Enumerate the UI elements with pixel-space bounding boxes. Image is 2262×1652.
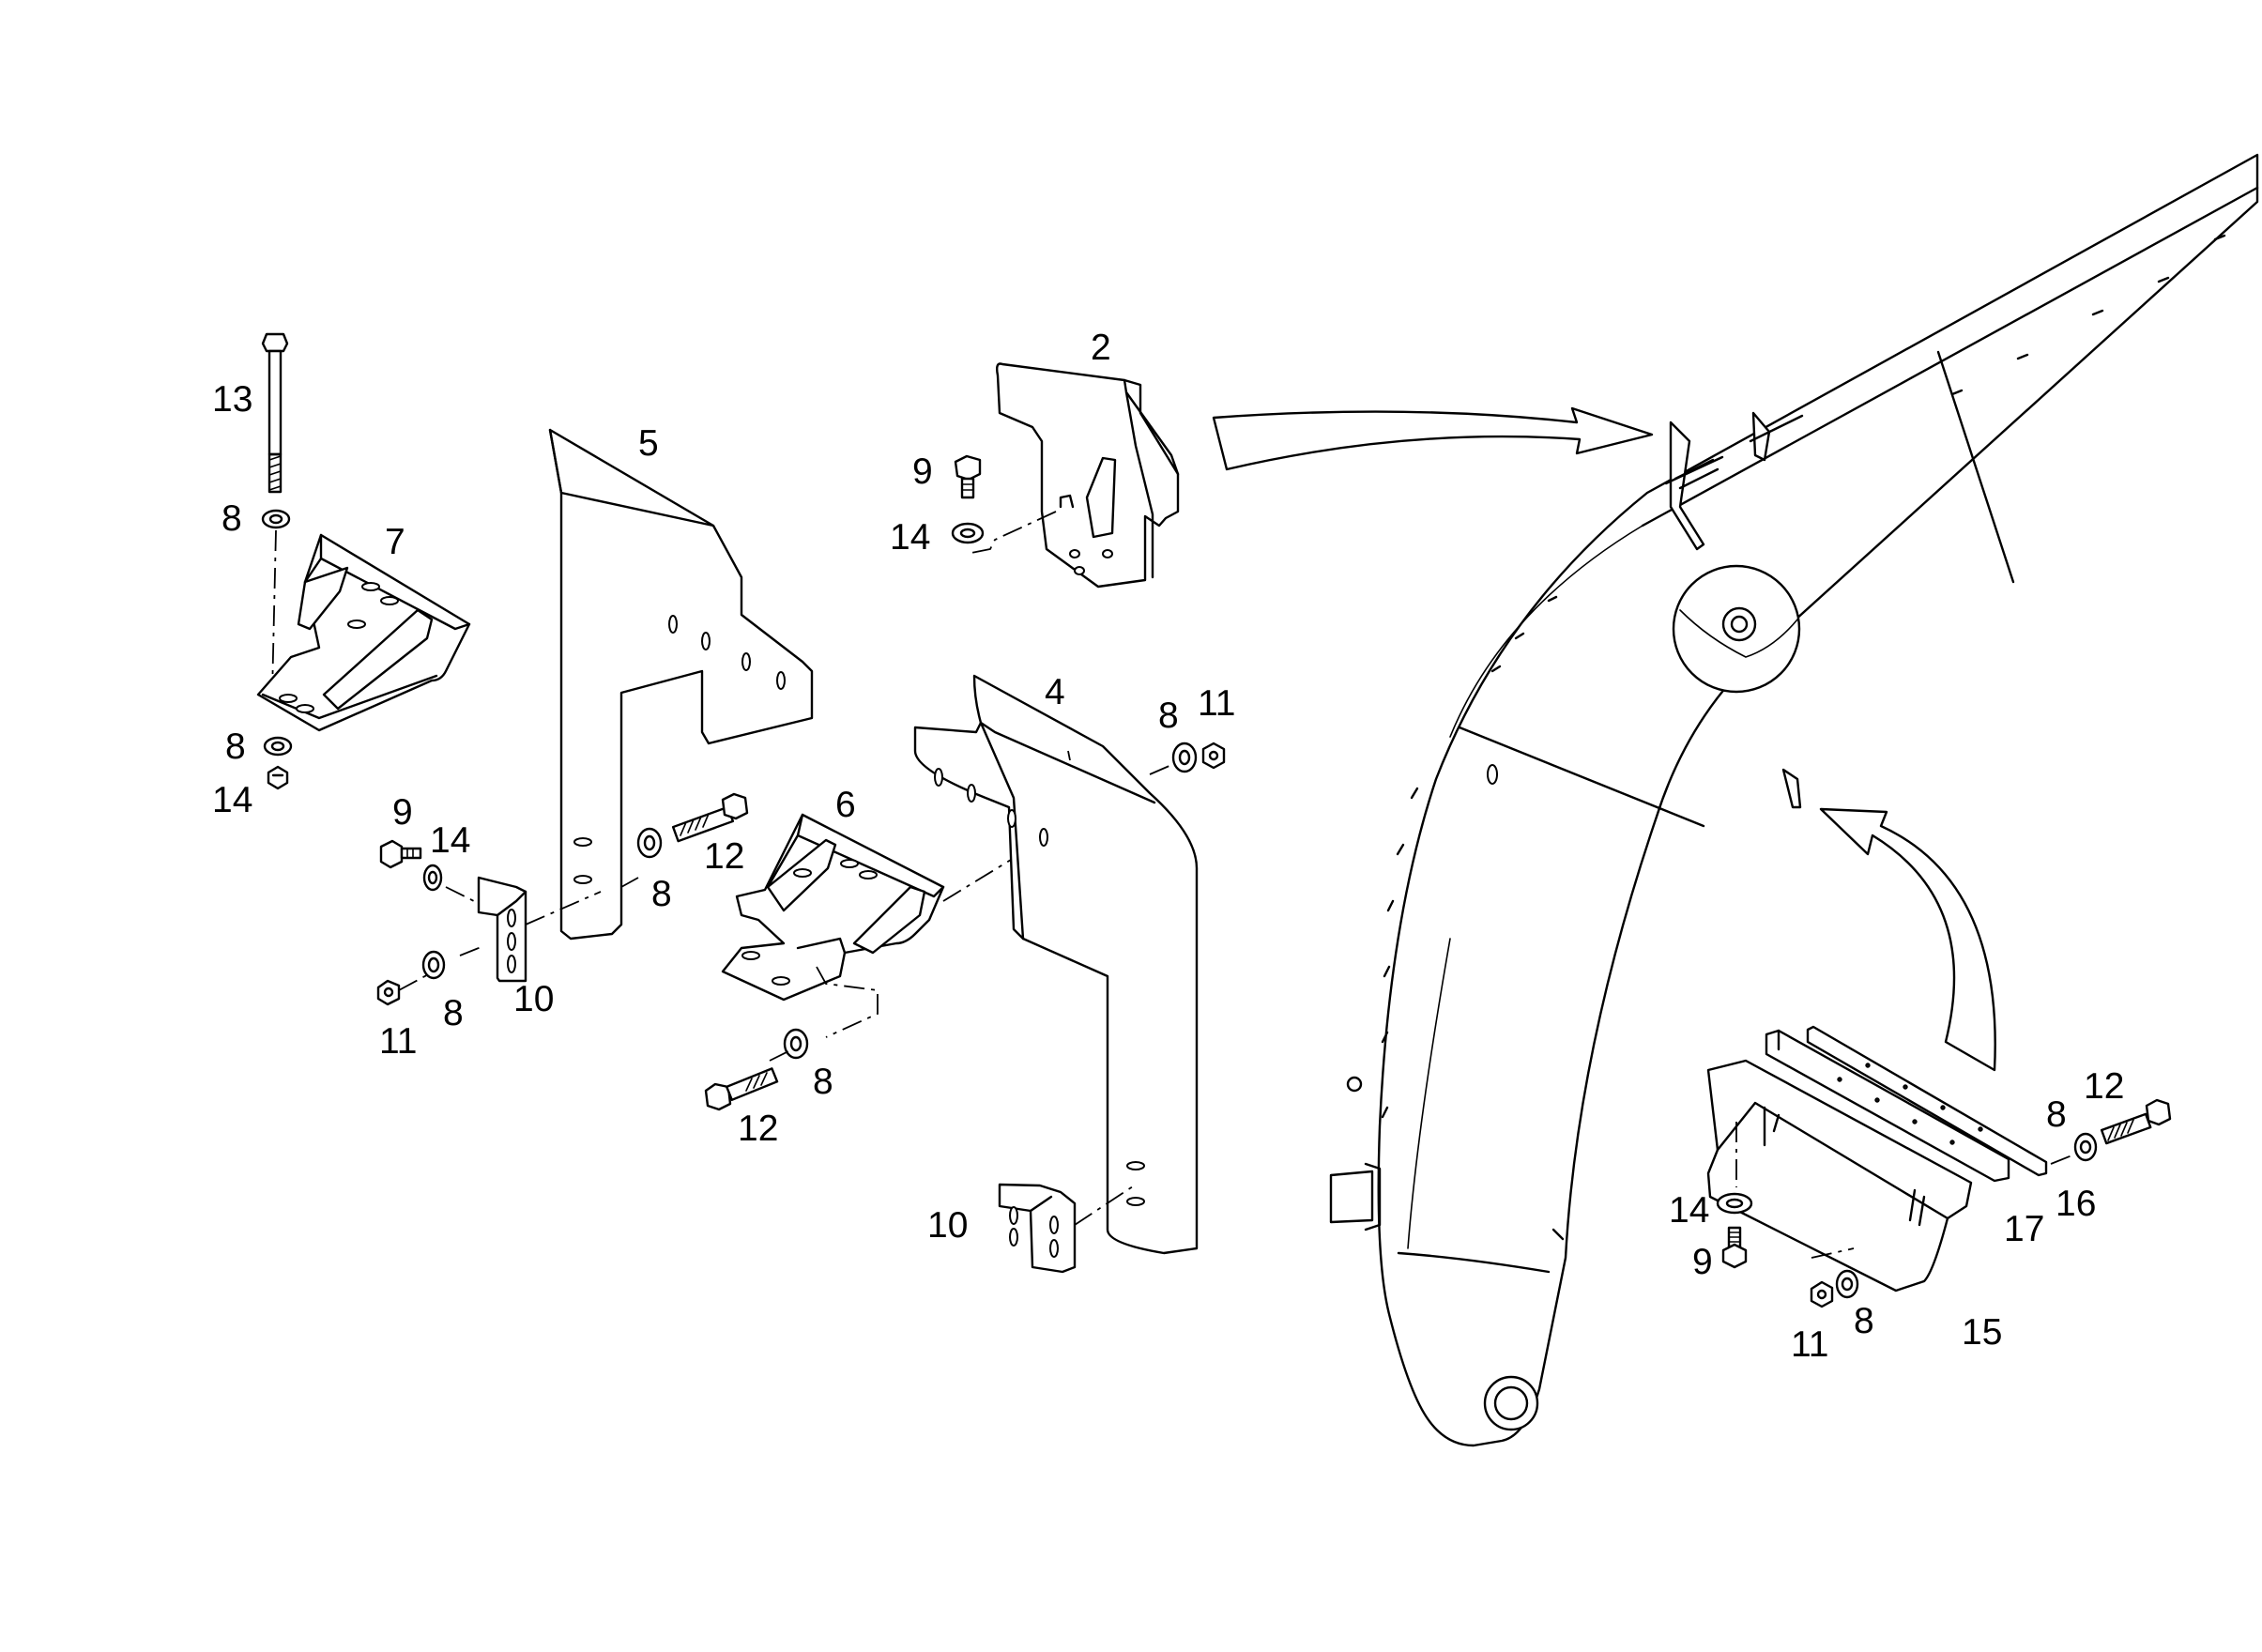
callout-10: 10	[927, 1205, 968, 1246]
callout-11: 11	[1791, 1324, 1829, 1365]
part-2-gusset	[1085, 456, 1117, 539]
washer-8-top-left	[261, 509, 291, 529]
callout-7: 7	[385, 522, 405, 562]
boom-lower-edge	[1407, 938, 1451, 1249]
callout-14: 14	[1669, 1190, 1709, 1231]
boom-arm	[1329, 153, 2259, 1447]
washer-8-right-panel	[1171, 742, 1198, 773]
centerline-left-vertical	[271, 529, 277, 696]
washer-8-right-lower	[1835, 1269, 1859, 1299]
boom-side-box	[1329, 1170, 1374, 1224]
washer-8-far-right	[2073, 1132, 2098, 1162]
callout-12: 12	[2084, 1066, 2124, 1107]
callout-11: 11	[1198, 683, 1236, 724]
arrow-to-boom-top	[1212, 406, 1654, 471]
boom-detail-cable	[1679, 609, 1798, 658]
callout-5: 5	[638, 423, 659, 464]
boom-lug	[1346, 1076, 1363, 1093]
part-5-panel	[548, 428, 814, 941]
callout-9: 9	[392, 792, 413, 833]
callout-15: 15	[1962, 1312, 2002, 1353]
boom-tab	[1551, 1228, 1565, 1241]
callout-10: 10	[513, 979, 554, 1019]
nut-11-right-panel	[1201, 742, 1226, 770]
callout-6: 6	[835, 785, 856, 825]
boom-top-flange	[1641, 186, 2259, 528]
boom-side-box-flange	[1364, 1162, 1382, 1231]
part-17-strip	[1765, 1029, 2010, 1183]
part-13-long-bolt	[261, 332, 289, 494]
callout-4: 4	[1045, 672, 1065, 712]
boom-top-brackets	[1664, 411, 1804, 551]
boom-pivot-inner	[1493, 1385, 1529, 1421]
washer-14-top	[951, 522, 985, 544]
bolt-9-top	[954, 454, 982, 499]
callout-8: 8	[443, 993, 464, 1033]
arrow-to-boom-lower	[1819, 807, 1996, 1072]
nut-14-left	[267, 765, 289, 790]
callout-8: 8	[222, 498, 242, 539]
callout-9: 9	[1692, 1242, 1713, 1282]
callout-8: 8	[813, 1062, 833, 1102]
callout-8: 8	[651, 874, 672, 914]
boom-slot	[1487, 764, 1498, 785]
part-10-angle-left	[477, 876, 527, 983]
boom-weld-bumps	[1381, 234, 2226, 1119]
callout-8: 8	[225, 727, 246, 767]
part-10-angle-lower	[998, 1183, 1077, 1274]
callout-11: 11	[379, 1021, 418, 1062]
bolt-12-mid	[671, 792, 749, 843]
washer-8-mid	[636, 827, 663, 859]
part-6-bracket	[721, 813, 945, 1002]
boom-section-line-3	[1397, 1251, 1551, 1274]
washer-14-right	[1716, 1192, 1753, 1215]
bolt-12-far-right	[2100, 1098, 2172, 1145]
boom-top-curve	[1449, 525, 1643, 738]
part-7-bracket	[256, 533, 471, 732]
callout-14: 14	[212, 780, 252, 820]
callout-14: 14	[430, 820, 470, 861]
callout-12: 12	[704, 836, 744, 877]
callout-16: 16	[2056, 1184, 2096, 1224]
callout-17: 17	[2004, 1209, 2044, 1249]
callout-8: 8	[2046, 1094, 2067, 1135]
callout-labels: 13 8 7 8 14 5 9 14 11 8 10 8 12 2 9 14 6…	[212, 328, 2124, 1365]
part-2-bracket	[995, 362, 1180, 589]
part-4-panel	[913, 674, 1199, 1255]
boom-section-line-1	[1936, 350, 2015, 584]
boom-arm-outline	[1377, 153, 2259, 1447]
nut-11-left	[376, 979, 401, 1006]
part-16-holes	[1837, 1063, 1983, 1145]
callout-12: 12	[738, 1109, 778, 1149]
washer-8-left-mid	[421, 950, 446, 980]
boom-detail-hub-bolt	[1730, 615, 1749, 634]
bolt-12-lower	[704, 1067, 779, 1111]
boom-lower-bracket	[1781, 768, 1802, 809]
nut-11-right-lower	[1810, 1280, 1834, 1308]
callout-9: 9	[912, 451, 933, 492]
washer-8-lower-left	[263, 736, 293, 757]
boom-section-line-2	[1458, 726, 1705, 828]
callout-13: 13	[212, 379, 252, 420]
callout-8: 8	[1158, 696, 1179, 736]
washer-8-lower-mid	[783, 1028, 809, 1060]
bolt-9-right	[1721, 1226, 1748, 1269]
callout-2: 2	[1091, 328, 1111, 368]
bolt-9-left	[379, 839, 422, 869]
callout-14: 14	[890, 517, 930, 558]
callout-8: 8	[1854, 1301, 1874, 1341]
flow-arrows	[1212, 406, 1996, 1072]
washer-14-left	[422, 864, 443, 892]
part-15-plate	[1706, 1059, 1973, 1293]
